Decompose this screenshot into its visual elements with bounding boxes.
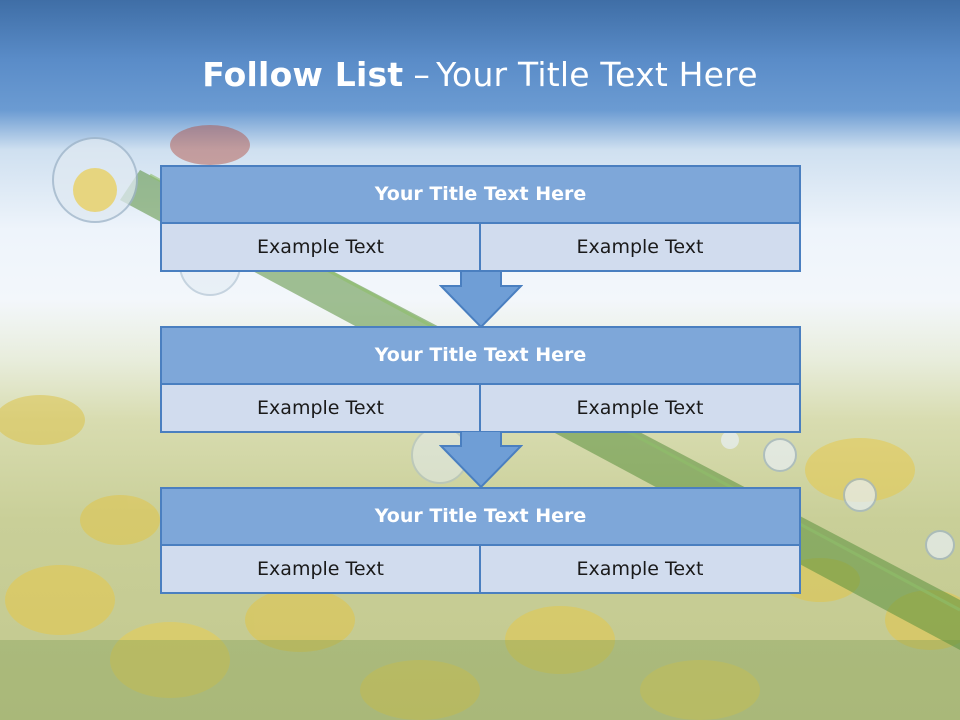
arrow-down-icon bbox=[439, 271, 523, 329]
step-cell-right: Example Text bbox=[479, 222, 801, 272]
title-rest: Your Title Text Here bbox=[436, 55, 758, 94]
title-bold-part: Follow List bbox=[202, 55, 404, 94]
step-cell-left: Example Text bbox=[160, 383, 481, 433]
step-title: Your Title Text Here bbox=[160, 165, 801, 224]
step-title: Your Title Text Here bbox=[160, 326, 801, 385]
step-title: Your Title Text Here bbox=[160, 487, 801, 546]
slide-title: Follow List–Your Title Text Here bbox=[0, 40, 960, 110]
step-cell-right: Example Text bbox=[479, 383, 801, 433]
title-separator: – bbox=[413, 55, 431, 94]
arrow-down-icon bbox=[439, 431, 523, 489]
step-cell-left: Example Text bbox=[160, 544, 481, 594]
step-cell-right: Example Text bbox=[479, 544, 801, 594]
step-cell-left: Example Text bbox=[160, 222, 481, 272]
